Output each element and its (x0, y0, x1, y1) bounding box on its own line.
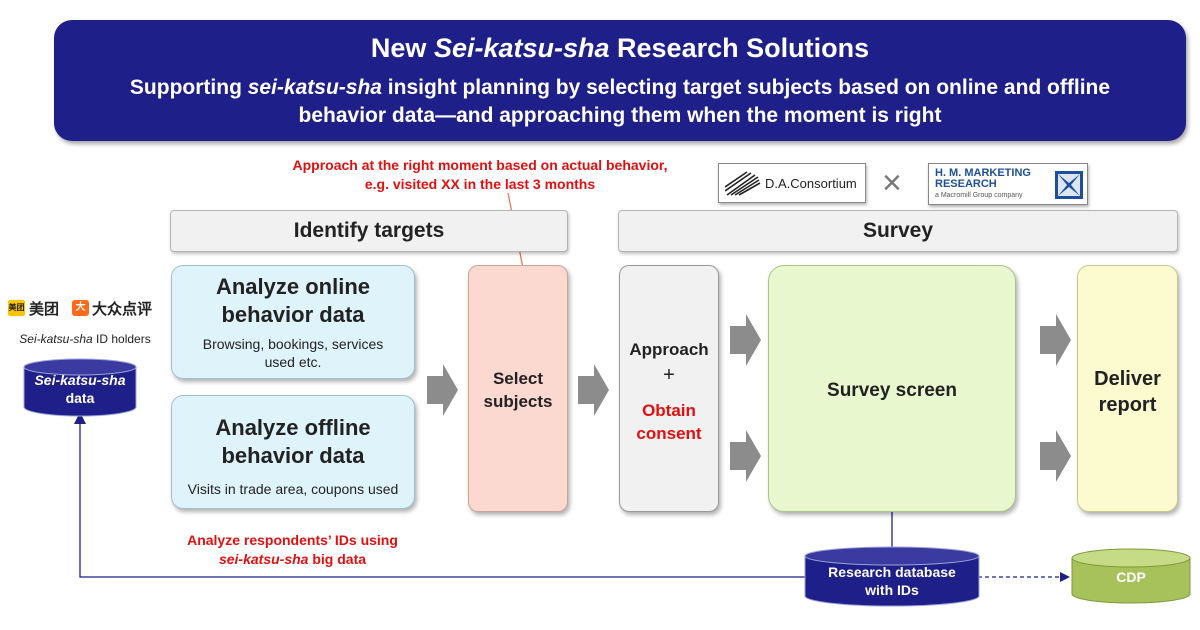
page-title: New Sei-katsu-sha Research Solutions (370, 33, 870, 63)
arrow-to-report-upper-icon (1040, 314, 1071, 366)
cdp-cylinder (1071, 548, 1191, 604)
survey-screen-box: Survey screen (768, 265, 1016, 512)
hm-logo-line2: RESEARCH (935, 178, 997, 190)
feedback-line (79, 420, 805, 578)
arrow-to-screen-lower-icon (730, 430, 761, 482)
cdp-label: CDP (1116, 569, 1146, 585)
meituan-badge-icon: 美团 (8, 300, 25, 316)
id-holders-label: Sei-katsu-sha ID holders (19, 332, 151, 346)
arrow-to-screen-upper-icon (730, 314, 761, 366)
arrow-to-select-icon (427, 364, 458, 416)
offline-card-subtitle: Visits in trade area, coupons used (187, 481, 399, 497)
dianping-logo-text: 大众点评 (92, 301, 153, 318)
meituan-logo-text: 美团 (29, 301, 60, 318)
cdp-arrowhead (1060, 572, 1070, 582)
survey-header: Survey (618, 210, 1178, 252)
approach-label: Approach (629, 340, 709, 359)
identify-targets-header: Identify targets (170, 210, 568, 252)
dac-logo-text: D.A.Consortium (765, 176, 857, 191)
page-subtitle: Supporting sei-katsu-sha insight plannin… (129, 76, 1111, 127)
approach-note: Approach at the right moment based on ac… (292, 157, 668, 192)
arrow-to-report-lower-icon (1040, 430, 1071, 482)
dac-mark-icon (725, 171, 761, 196)
hm-mark-icon (1055, 171, 1083, 199)
times-sign: × (882, 164, 902, 202)
hm-logo: H. M. MARKETING RESEARCH a Macromill Gro… (928, 163, 1088, 205)
feedback-arrowhead (74, 412, 86, 424)
survey-screen-label: Survey screen (827, 380, 957, 401)
dac-logo: D.A.Consortium (718, 163, 866, 203)
arrow-to-approach-icon (578, 364, 609, 416)
hm-logo-line1: H. M. MARKETING (935, 167, 1031, 179)
hm-logo-line3: a Macromill Group company (935, 192, 1023, 199)
plus-sign: + (663, 364, 675, 386)
seikatsusha-db-cylinder (23, 358, 137, 417)
research-db-cylinder (804, 546, 980, 607)
title-banner: New Sei-katsu-sha Research Solutions Sup… (54, 20, 1186, 141)
analyze-ids-note: Analyze respondents’ IDs using sei-katsu… (187, 532, 398, 567)
dianping-badge-icon: 大 (72, 300, 89, 316)
